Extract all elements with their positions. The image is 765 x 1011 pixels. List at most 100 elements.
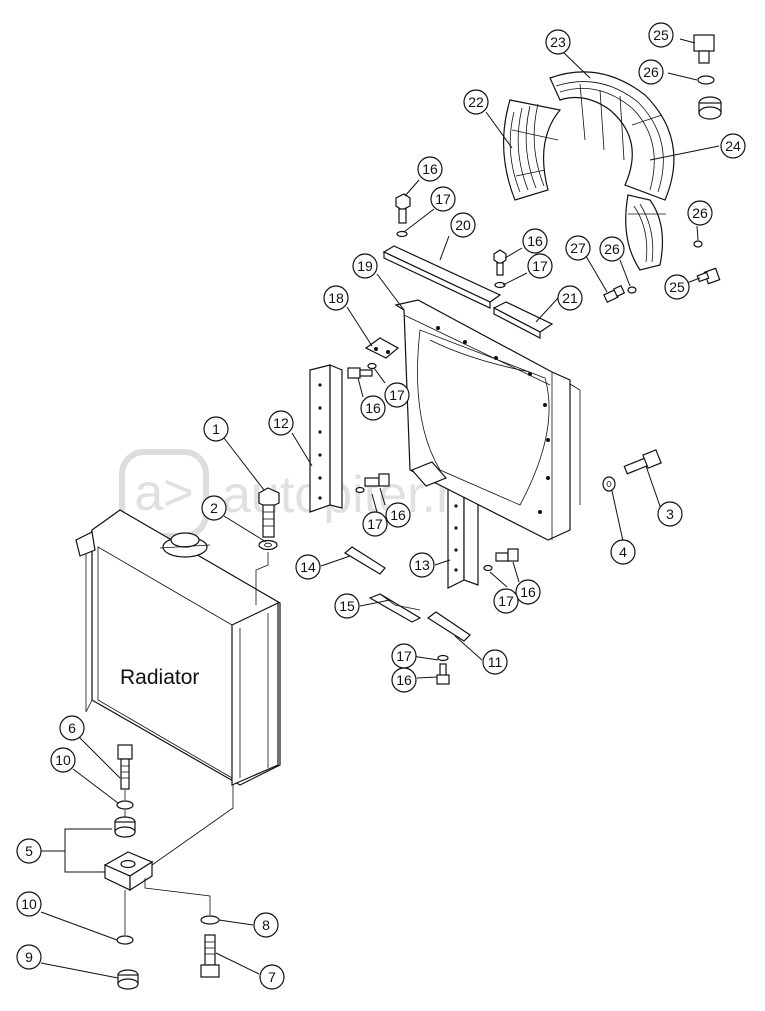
callout-2: 2 <box>201 495 227 521</box>
svg-text:17: 17 <box>435 191 451 207</box>
callouts: 1 2 3 4 5 6 7 8 9 10 10 11 12 13 14 15 1… <box>16 22 746 990</box>
callout-10-lower: 10 <box>16 891 42 917</box>
callout-17-center: 17 <box>362 511 388 537</box>
svg-text:9: 9 <box>25 949 33 965</box>
leader-lines <box>40 38 720 979</box>
washer-26-mid <box>627 286 637 294</box>
svg-text:10: 10 <box>55 752 71 768</box>
callout-12: 12 <box>268 410 294 436</box>
svg-text:25: 25 <box>653 27 669 43</box>
svg-text:13: 13 <box>414 557 430 573</box>
svg-text:18: 18 <box>328 290 344 306</box>
callout-13: 13 <box>409 552 435 578</box>
radiator: Radiator <box>75 509 281 786</box>
callout-16-left: 16 <box>360 395 386 421</box>
svg-text:10: 10 <box>21 896 37 912</box>
callout-16-top: 16 <box>417 156 443 182</box>
callout-23: 23 <box>545 29 571 55</box>
callout-17-right: 17 <box>493 588 519 614</box>
svg-text:5: 5 <box>25 843 33 859</box>
callout-1: 1 <box>203 416 229 442</box>
bracket-21 <box>492 301 554 339</box>
callout-16-right: 16 <box>515 579 541 605</box>
svg-text:17: 17 <box>367 516 383 532</box>
callout-7: 7 <box>259 964 285 990</box>
stay-11 <box>426 611 471 642</box>
svg-text:24: 24 <box>725 138 741 154</box>
callout-9: 9 <box>16 944 42 970</box>
bolt-16-top <box>395 193 411 238</box>
side-plate-12 <box>309 364 343 513</box>
callout-6: 6 <box>59 715 85 741</box>
svg-text:21: 21 <box>562 290 578 306</box>
svg-text:26: 26 <box>643 64 659 80</box>
callout-25-right: 25 <box>664 274 690 300</box>
callout-15: 15 <box>334 593 360 619</box>
svg-text:16: 16 <box>390 507 406 523</box>
svg-text:27: 27 <box>570 240 586 256</box>
bolt-16-left <box>347 362 377 379</box>
svg-text:15: 15 <box>339 598 355 614</box>
callout-21: 21 <box>557 285 583 311</box>
bracket-20 <box>382 245 502 309</box>
svg-text:22: 22 <box>468 94 484 110</box>
washer-4 <box>602 476 616 492</box>
callout-8: 8 <box>253 912 279 938</box>
radiator-mount-parts <box>103 744 234 990</box>
washer-26-top <box>697 75 715 85</box>
svg-text:25: 25 <box>669 279 685 295</box>
svg-text:17: 17 <box>532 258 548 274</box>
callout-17-mid: 17 <box>527 253 553 279</box>
svg-text:4: 4 <box>619 544 627 560</box>
watermark-symbol: a> <box>134 464 193 522</box>
svg-text:16: 16 <box>422 161 438 177</box>
callout-16-mid: 16 <box>522 228 548 254</box>
radiator-label: Radiator <box>120 666 199 689</box>
callout-10-upper: 10 <box>50 747 76 773</box>
svg-text:3: 3 <box>666 506 674 522</box>
svg-text:14: 14 <box>300 559 316 575</box>
svg-text:1: 1 <box>212 421 220 437</box>
bolt-25-top <box>693 34 715 64</box>
callout-24: 24 <box>720 133 746 159</box>
callout-18: 18 <box>323 285 349 311</box>
callout-3: 3 <box>657 501 683 527</box>
bolt-3 <box>623 449 662 475</box>
svg-text:16: 16 <box>396 672 412 688</box>
svg-text:17: 17 <box>498 593 514 609</box>
fan-guard-22 <box>502 99 562 201</box>
filler-bolt-parts <box>255 487 280 605</box>
svg-text:16: 16 <box>520 584 536 600</box>
bolt-25-right <box>696 267 721 285</box>
callout-17-bottom: 17 <box>391 643 417 669</box>
callout-11: 11 <box>482 649 508 675</box>
bracket-18 <box>364 337 400 359</box>
callout-27: 27 <box>565 235 591 261</box>
svg-text:26: 26 <box>692 205 708 221</box>
svg-text:19: 19 <box>357 258 373 274</box>
callout-16-center: 16 <box>385 502 411 528</box>
callout-16-bottom: 16 <box>391 667 417 693</box>
fan-shroud-frame <box>394 299 581 541</box>
callout-26-mid: 26 <box>599 236 625 262</box>
bolt-16-bottom <box>436 654 450 685</box>
svg-text:2: 2 <box>210 500 218 516</box>
svg-text:16: 16 <box>527 233 543 249</box>
svg-text:8: 8 <box>262 917 270 933</box>
bolt-16-mid <box>493 249 507 289</box>
stay-14 <box>343 546 386 575</box>
callout-17-top: 17 <box>430 186 456 212</box>
svg-text:23: 23 <box>550 34 566 50</box>
bolt-16-center <box>355 473 390 494</box>
callout-14: 14 <box>295 554 321 580</box>
svg-text:12: 12 <box>273 415 289 431</box>
callout-19: 19 <box>352 253 378 279</box>
svg-text:16: 16 <box>365 400 381 416</box>
callout-5: 5 <box>16 838 42 864</box>
callout-17-left: 17 <box>384 382 410 408</box>
callout-22: 22 <box>463 89 489 115</box>
callout-26-top: 26 <box>638 59 664 85</box>
washer-26-right <box>693 240 703 248</box>
svg-text:17: 17 <box>396 648 412 664</box>
bolt-16-right <box>483 548 519 572</box>
